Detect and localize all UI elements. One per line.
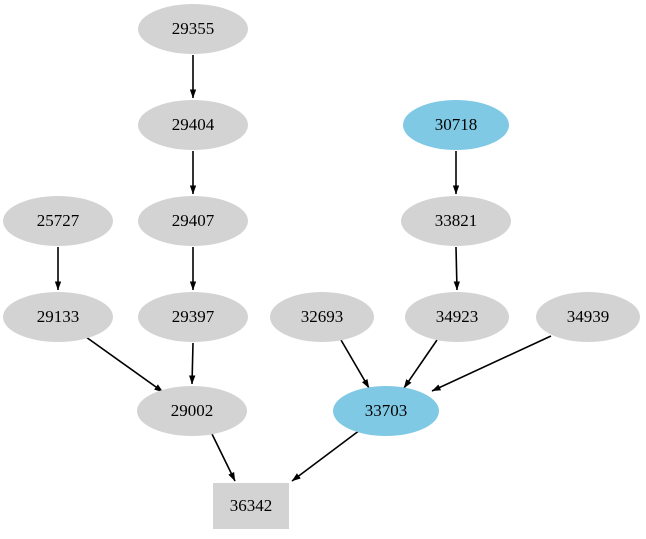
graph-node-33821[interactable]: 33821 — [401, 196, 511, 246]
graph-node-34939[interactable]: 34939 — [536, 292, 640, 342]
graph-node-32693[interactable]: 32693 — [270, 292, 374, 342]
node-label: 36342 — [230, 496, 273, 515]
node-label: 29355 — [172, 19, 215, 38]
edge-line — [291, 429, 361, 482]
graph-edge — [403, 339, 438, 389]
node-label: 33703 — [365, 401, 408, 420]
edge-layer — [54, 55, 552, 482]
node-ellipse-shape[interactable] — [403, 100, 509, 150]
graph-edge — [211, 433, 236, 482]
graph-node-30718[interactable]: 30718 — [403, 100, 509, 150]
graph-edge — [340, 339, 370, 389]
node-ellipse-shape[interactable] — [536, 292, 640, 342]
graph-edge — [453, 246, 460, 291]
edge-line — [453, 246, 460, 291]
graph-node-29002[interactable]: 29002 — [137, 386, 247, 436]
node-ellipse-shape[interactable] — [138, 100, 248, 150]
graph-node-34923[interactable]: 34923 — [405, 292, 509, 342]
node-ellipse-shape[interactable] — [270, 292, 374, 342]
graph-node-25727[interactable]: 25727 — [3, 196, 113, 246]
node-label: 32693 — [301, 307, 344, 326]
node-label: 29133 — [37, 307, 80, 326]
graph-node-29404[interactable]: 29404 — [138, 100, 248, 150]
node-ellipse-shape[interactable] — [401, 196, 511, 246]
graph-node-29355[interactable]: 29355 — [138, 4, 248, 54]
edge-line — [85, 336, 164, 393]
graph-node-29407[interactable]: 29407 — [138, 196, 248, 246]
edge-line — [340, 339, 370, 389]
node-label: 29407 — [172, 211, 215, 230]
node-ellipse-shape[interactable] — [137, 386, 247, 436]
node-label: 34923 — [436, 307, 479, 326]
graph-edge — [291, 429, 361, 482]
node-label: 29404 — [172, 115, 215, 134]
graph-node-36342[interactable]: 36342 — [213, 483, 289, 529]
node-label: 29397 — [172, 307, 215, 326]
graph-edge — [85, 336, 164, 393]
edge-line — [189, 342, 196, 385]
edge-line — [211, 433, 236, 482]
node-ellipse-shape[interactable] — [138, 292, 248, 342]
edge-line — [403, 339, 438, 389]
graph-node-33703[interactable]: 33703 — [333, 386, 439, 436]
node-ellipse-shape[interactable] — [3, 292, 113, 342]
graph-node-29397[interactable]: 29397 — [138, 292, 248, 342]
node-layer: 29355 29404 30718 25727 29407 33821 29133 29397… — [3, 4, 640, 529]
edge-line — [431, 335, 552, 392]
node-ellipse-shape[interactable] — [138, 196, 248, 246]
node-ellipse-shape[interactable] — [405, 292, 509, 342]
graph-edge — [189, 342, 196, 385]
graph-node-29133[interactable]: 29133 — [3, 292, 113, 342]
node-label: 29002 — [171, 401, 214, 420]
node-ellipse-shape[interactable] — [3, 196, 113, 246]
node-label: 25727 — [37, 211, 80, 230]
node-ellipse-shape[interactable] — [333, 386, 439, 436]
node-label: 33821 — [435, 211, 478, 230]
node-label: 30718 — [435, 115, 478, 134]
node-ellipse-shape[interactable] — [138, 4, 248, 54]
node-box-shape[interactable] — [213, 483, 289, 529]
graph-edge — [431, 335, 552, 392]
node-label: 34939 — [567, 307, 610, 326]
